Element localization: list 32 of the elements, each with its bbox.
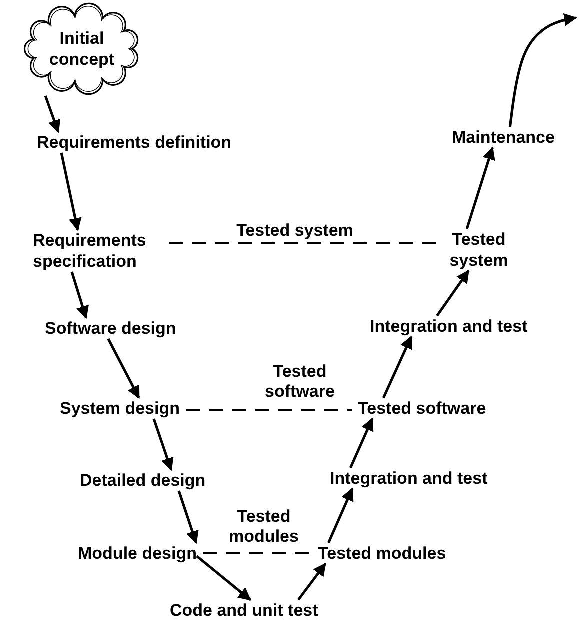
- edge-label: Tested system: [234, 221, 356, 241]
- step-label: Module design: [78, 543, 197, 564]
- step-label: Code and unit test: [170, 600, 318, 621]
- arrow: [70, 272, 89, 320]
- dashed-line: [186, 409, 352, 411]
- step-label: Integration and test: [330, 468, 488, 489]
- step-label: Integration and test: [370, 316, 528, 337]
- arrow: [152, 418, 174, 472]
- arrow: [436, 270, 470, 317]
- arrow: [297, 562, 327, 601]
- step-label: Maintenance: [452, 127, 555, 148]
- dashed-line: [203, 552, 312, 554]
- step-label: Tested modules: [318, 543, 446, 564]
- arrow: [328, 488, 354, 544]
- arrow: [196, 555, 252, 601]
- arrow: [349, 418, 374, 469]
- step-label: Initial concept: [48, 28, 116, 70]
- step-label: Requirements definition: [37, 132, 232, 153]
- dashed-line: [169, 242, 438, 244]
- step-label: Tested system: [444, 229, 514, 271]
- arrow: [44, 96, 61, 134]
- arrow: [382, 336, 413, 399]
- arrow: [508, 13, 578, 128]
- step-label: Software design: [45, 318, 176, 339]
- arrow: [178, 490, 199, 544]
- step-label: Requirements specification: [33, 230, 163, 272]
- step-label: System design: [60, 398, 180, 419]
- arrow: [466, 146, 496, 230]
- step-label: Detailed design: [80, 470, 206, 491]
- arrow: [60, 152, 82, 232]
- arrow: [107, 338, 140, 400]
- step-label: Tested software: [358, 398, 486, 419]
